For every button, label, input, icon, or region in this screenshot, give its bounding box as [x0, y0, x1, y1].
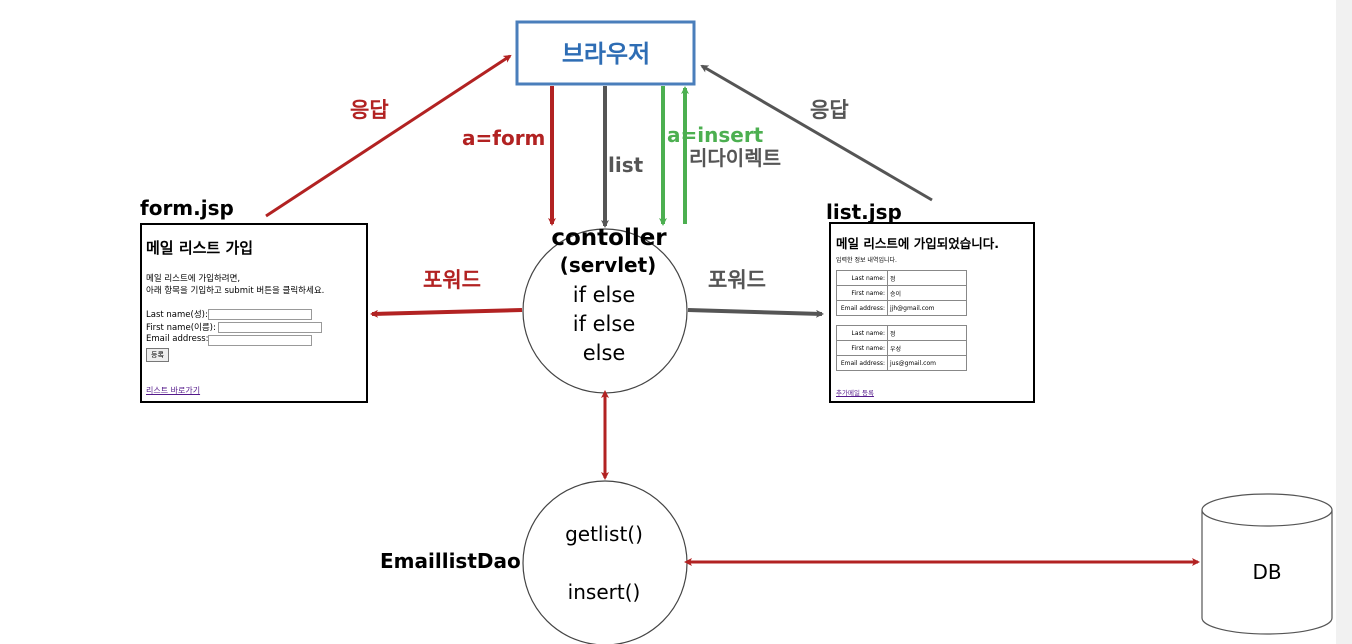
entry-table-2: Last name:정 First name:우성 Email address:… [836, 325, 967, 371]
forward-right-label: 포워드 [708, 268, 766, 292]
table-row: Last name:정 [836, 270, 967, 286]
db-label: DB [1252, 560, 1282, 584]
forward-left-label: 포워드 [423, 268, 481, 292]
form-desc-line-2: 아래 항목을 기입하고 submit 버튼을 클릭하세요. [146, 286, 325, 296]
dao-method-insert: insert() [567, 580, 641, 604]
form-description: 메일 리스트에 가입하려면, 아래 항목을 기입하고 submit 버튼을 클릭… [146, 273, 324, 297]
db-cylinder [1201, 493, 1333, 635]
last-name-input[interactable] [208, 309, 312, 320]
last-name-value: 정 [887, 325, 967, 341]
table-row: Last name:정 [836, 325, 967, 341]
dao-label: EmaillistDao [380, 549, 521, 573]
submit-button[interactable]: 등록 [146, 348, 169, 362]
arrow-forward-left [370, 308, 523, 318]
email-value: jus@gmail.com [887, 355, 967, 371]
dao-circle [522, 480, 688, 644]
dao-method-getlist: getlist() [565, 522, 643, 546]
scrollbar-strip [1336, 0, 1352, 644]
list-jsp-caption: list.jsp [826, 200, 902, 224]
a-insert-label: a=insert [667, 123, 764, 147]
form-desc-line-1: 메일 리스트에 가입하려면, [146, 274, 241, 284]
controller-title: contoller [551, 225, 667, 251]
first-name-key: First name: [836, 340, 888, 356]
list-jsp-page: 메일 리스트에 가입되었습니다. 입력한 정보 내역입니다. Last name… [829, 222, 1035, 403]
browser-label: 브라우저 [561, 40, 651, 68]
controller-line-1: if else [572, 283, 636, 307]
form-title: 메일 리스트 가입 [146, 239, 254, 257]
last-name-label: Last name(성): [146, 310, 208, 320]
table-row: Email address:jjh@gmail.com [836, 300, 967, 316]
browser-box [515, 20, 696, 86]
redirect-label: 리다이렉트 [689, 146, 781, 170]
a-form-label: a=form [462, 126, 546, 150]
list-link[interactable]: 리스트 바로가기 [146, 386, 201, 395]
last-name-key: Last name: [836, 270, 888, 286]
response-right-label: 응답 [810, 98, 849, 122]
list-title: 메일 리스트에 가입되었습니다. [836, 236, 999, 251]
form-jsp-caption: form.jsp [140, 196, 234, 220]
controller-line-3: else [582, 341, 626, 365]
email-key: Email address: [836, 300, 888, 316]
first-name-key: First name: [836, 285, 888, 301]
arrow-forward-right [687, 308, 824, 318]
first-name-input[interactable] [218, 322, 322, 333]
first-name-label: First name(이름): [146, 323, 216, 333]
first-name-value: 우성 [887, 340, 967, 356]
email-input[interactable] [208, 335, 312, 346]
arrow-response-right [700, 64, 933, 202]
controller-line-2: if else [572, 312, 636, 336]
first-name-value: 승이 [887, 285, 967, 301]
arrow-response-left [265, 54, 512, 218]
last-name-value: 정 [887, 270, 967, 286]
form-jsp-page: 메일 리스트 가입 메일 리스트에 가입하려면, 아래 항목을 기입하고 sub… [140, 223, 368, 403]
table-row: Email address:jus@gmail.com [836, 355, 967, 371]
table-row: First name:승이 [836, 285, 967, 301]
list-label: list [608, 153, 644, 177]
response-left-label: 응답 [350, 98, 389, 122]
table-row: First name:우성 [836, 340, 967, 356]
email-value: jjh@gmail.com [887, 300, 967, 316]
entry-table-1: Last name:정 First name:승이 Email address:… [836, 270, 967, 316]
add-mail-link[interactable]: 추가메일 등록 [836, 389, 874, 397]
last-name-key: Last name: [836, 325, 888, 341]
controller-subtitle: (servlet) [559, 253, 657, 277]
email-key: Email address: [836, 355, 888, 371]
email-label: Email address: [146, 334, 209, 344]
list-subtitle: 입력한 정보 내역입니다. [836, 257, 897, 264]
